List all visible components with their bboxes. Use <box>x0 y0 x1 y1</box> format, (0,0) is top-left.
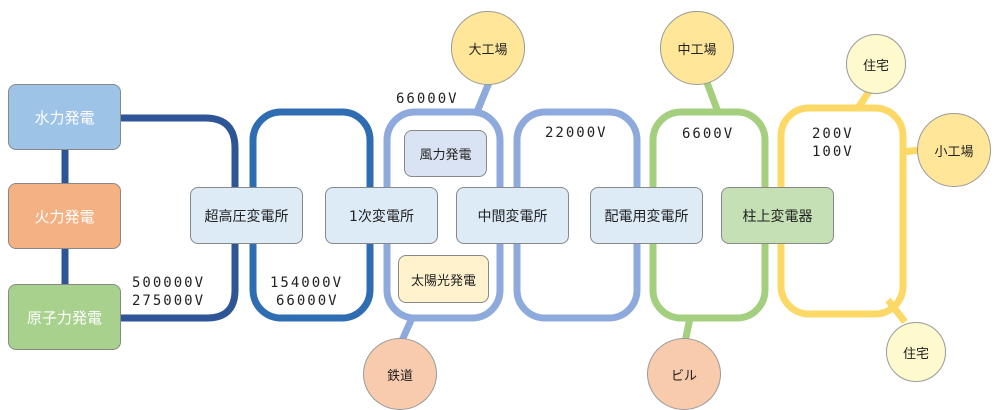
house-bottom-circle: 住宅 <box>886 322 946 382</box>
small-factory-circle: 小工場 <box>917 113 991 187</box>
nuclear-power-label: 原子力発電 <box>26 308 102 327</box>
primary-substation-box: 1次変電所 <box>325 187 438 244</box>
spoke-house-bottom <box>885 297 908 325</box>
intermediate-substation-label: 中間変電所 <box>477 208 548 225</box>
thermal-power-box: 火力発電 <box>8 183 121 249</box>
voltage-label-100: 100V <box>812 144 854 160</box>
pole-transformer-label: 柱上変電器 <box>742 208 813 225</box>
medium-factory-label: 中工場 <box>677 42 717 58</box>
hydro-power-box: 水力発電 <box>8 84 121 150</box>
spoke-large-factory <box>473 78 494 114</box>
medium-factory-circle: 中工場 <box>660 11 734 85</box>
building-label: ビル <box>670 368 697 384</box>
pole-transformer-box: 柱上変電器 <box>721 187 834 244</box>
spoke-medium-factory <box>702 78 722 114</box>
primary-substation-label: 1次変電所 <box>349 208 414 225</box>
large-factory-circle: 大工場 <box>451 11 525 85</box>
nuclear-power-box: 原子力発電 <box>8 284 121 350</box>
house-top-label: 住宅 <box>862 58 889 74</box>
wind-power-label: 風力発電 <box>419 148 472 163</box>
distribution-substation-label: 配電用変電所 <box>604 208 689 225</box>
large-factory-label: 大工場 <box>468 42 508 58</box>
house-bottom-label: 住宅 <box>902 346 929 362</box>
house-top-circle: 住宅 <box>846 34 906 94</box>
distribution-substation-box: 配電用変電所 <box>590 187 703 244</box>
voltage-label-200: 200V <box>812 126 854 142</box>
solar-power-box: 太陽光発電 <box>398 255 489 303</box>
thermal-power-label: 火力発電 <box>34 207 95 226</box>
voltage-label-154000: 154000V <box>270 275 344 291</box>
solar-power-label: 太陽光発電 <box>410 273 476 289</box>
voltage-label-66000-top: 66000V <box>396 91 459 107</box>
voltage-label-6600: 6600V <box>682 126 735 142</box>
ultra-high-substation-label: 超高圧変電所 <box>204 208 289 225</box>
railway-circle: 鉄道 <box>363 338 437 410</box>
voltage-label-66000-low: 66000V <box>276 293 339 309</box>
ultra-high-substation-box: 超高圧変電所 <box>190 187 303 244</box>
intermediate-substation-box: 中間変電所 <box>456 187 569 244</box>
wind-power-box: 風力発電 <box>404 130 487 177</box>
building-circle: ビル <box>647 338 721 410</box>
voltage-label-500000: 500000V <box>132 275 206 291</box>
voltage-label-275000: 275000V <box>132 293 206 309</box>
hydro-power-label: 水力発電 <box>34 108 95 127</box>
voltage-label-22000: 22000V <box>545 125 608 141</box>
small-factory-label: 小工場 <box>934 144 974 160</box>
railway-label: 鉄道 <box>386 368 413 384</box>
